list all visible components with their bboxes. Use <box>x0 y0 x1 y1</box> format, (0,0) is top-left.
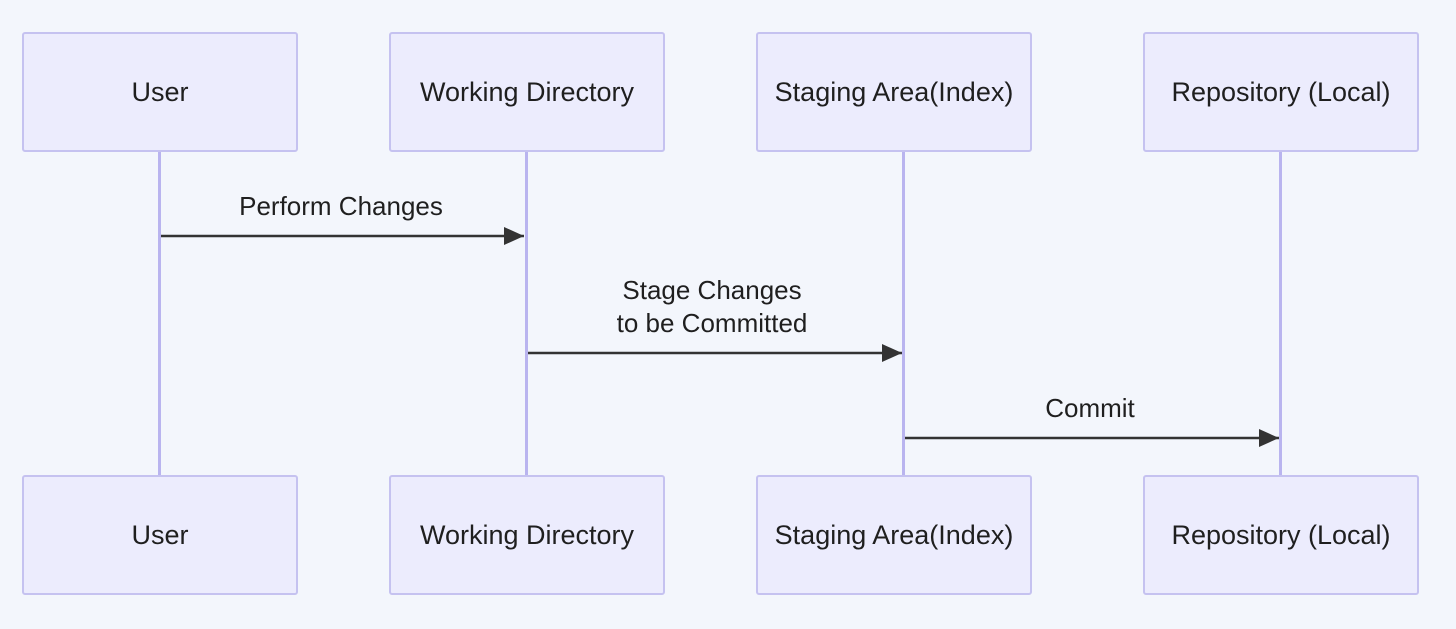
actor-repository-top: Repository (Local) <box>1143 32 1419 152</box>
actor-user-bottom: User <box>22 475 298 595</box>
actor-label: Staging Area(Index) <box>774 76 1014 107</box>
message-label-line: Stage Changes <box>622 275 802 305</box>
actor-working-directory-top: Working Directory <box>389 32 665 152</box>
message-label-line: to be Committed <box>616 308 808 338</box>
actor-label: Working Directory <box>419 76 635 107</box>
lifeline-user <box>158 152 161 475</box>
actor-working-directory-bottom: Working Directory <box>389 475 665 595</box>
lifeline-repository <box>1279 152 1282 475</box>
lifeline-working-directory <box>525 152 528 475</box>
message-label-line: Perform Changes <box>239 191 443 221</box>
message-label-commit: Commit <box>930 392 1250 425</box>
actor-staging-area-bottom: Staging Area(Index) <box>756 475 1032 595</box>
message-label-perform-changes: Perform Changes <box>181 190 501 223</box>
actor-staging-area-top: Staging Area(Index) <box>756 32 1032 152</box>
actor-user-top: User <box>22 32 298 152</box>
message-label-stage-changes: Stage Changes to be Committed <box>552 274 872 340</box>
actor-label: Repository (Local) <box>1171 76 1391 107</box>
actor-repository-bottom: Repository (Local) <box>1143 475 1419 595</box>
lifeline-staging-area <box>902 152 905 475</box>
actor-label: Working Directory <box>419 519 635 550</box>
actor-label: User <box>131 76 189 107</box>
actor-label: Repository (Local) <box>1171 519 1391 550</box>
message-label-line: Commit <box>1045 393 1135 423</box>
actor-label: Staging Area(Index) <box>774 519 1014 550</box>
actor-label: User <box>131 519 189 550</box>
